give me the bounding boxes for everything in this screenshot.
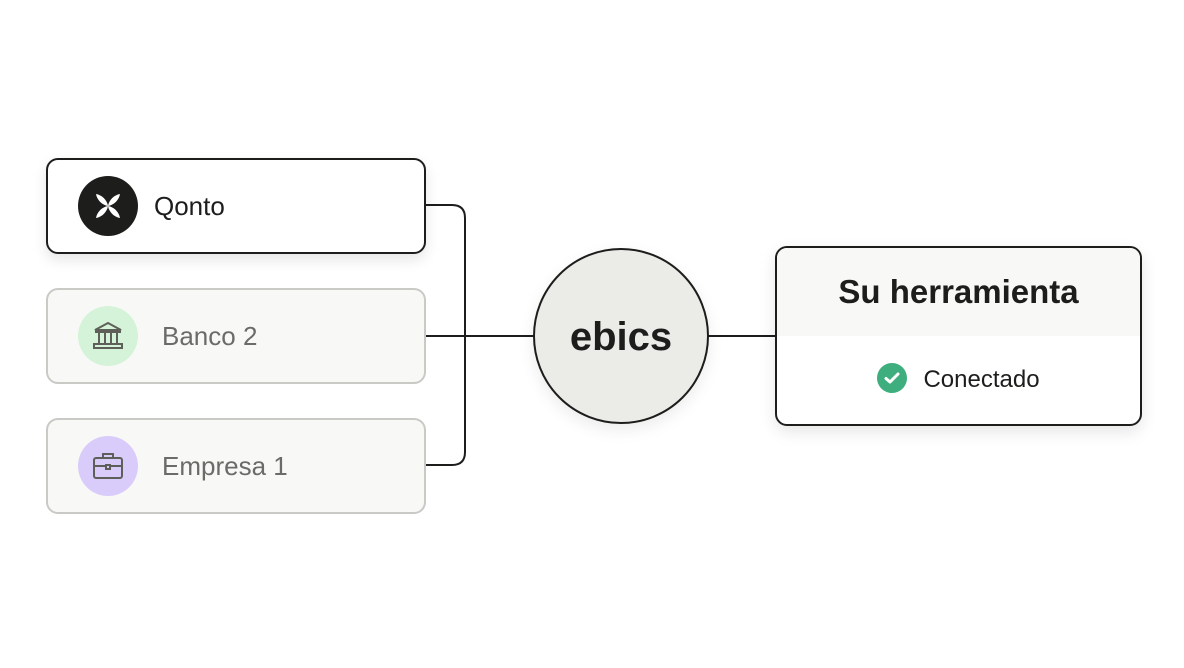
connection-status: Conectado	[777, 336, 1140, 424]
target-tool-card[interactable]: Su herramienta Conectado	[775, 246, 1142, 426]
source-label: Banco 2	[162, 320, 258, 351]
status-label: Conectado	[923, 366, 1040, 393]
source-label: Empresa 1	[162, 450, 288, 481]
qonto-logo-icon	[78, 176, 138, 236]
bank-icon	[78, 306, 138, 366]
source-card-empresa-1[interactable]: Empresa 1	[46, 418, 426, 514]
source-card-qonto[interactable]: Qonto	[46, 158, 426, 254]
source-card-banco-2[interactable]: Banco 2	[46, 288, 426, 384]
source-label: Qonto	[154, 190, 225, 221]
hub-label: ebics	[569, 314, 673, 359]
tool-header: Su herramienta	[777, 248, 1140, 336]
check-circle-icon	[877, 362, 908, 398]
briefcase-icon	[78, 436, 138, 496]
ebics-hub: ebics	[533, 248, 709, 424]
tool-title: Su herramienta	[838, 273, 1079, 310]
